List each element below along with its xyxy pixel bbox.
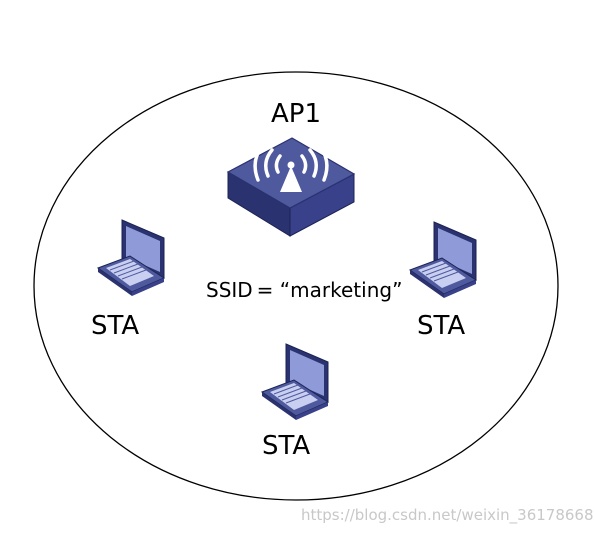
- station-label-bottom: STA: [262, 431, 311, 461]
- station-label-right: STA: [417, 311, 466, 341]
- ap-label: AP1: [271, 99, 322, 129]
- laptop-icon: [408, 221, 478, 298]
- ssid-label: SSID = “marketing”: [206, 278, 403, 302]
- laptop-icon: [260, 343, 330, 420]
- station-label-left: STA: [91, 311, 140, 341]
- watermark-text: https://blog.csdn.net/weixin_36178668: [301, 506, 594, 524]
- coverage-ellipse: [33, 71, 559, 501]
- laptop-icon: [96, 219, 166, 296]
- wireless-access-point-icon: [226, 137, 356, 237]
